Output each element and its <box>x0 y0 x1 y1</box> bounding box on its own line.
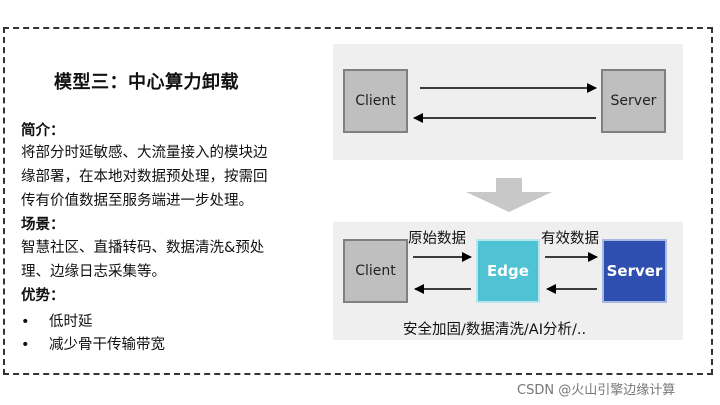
intro-heading: 简介： <box>21 123 65 139</box>
raw-data-label: 原始数据 <box>408 231 466 247</box>
scenario-line-1: 智慧社区、直播转码、数据清洗&预处 <box>21 240 265 256</box>
intro-line-1: 将部分时延敏感、大流量接入的模块边 <box>21 145 268 161</box>
advantage-item: • 减少骨干传输带宽 <box>21 333 165 354</box>
advantage-text: 低时延 <box>49 314 93 330</box>
edge-box: Edge <box>476 239 540 303</box>
intro-line-3: 传有价值数据至服务端进一步处理。 <box>21 193 253 209</box>
advantage-item: • 低时延 <box>21 310 93 331</box>
advantage-heading: 优势： <box>21 288 65 304</box>
page-title: 模型三：中心算力卸载 <box>54 72 239 93</box>
advantage-text: 减少骨干传输带宽 <box>49 337 165 353</box>
watermark: CSDN @火山引擎边缘计算 <box>517 383 676 398</box>
dashed-frame <box>3 27 713 375</box>
bullet-icon: • <box>21 314 30 330</box>
scenario-heading: 场景： <box>21 217 65 233</box>
top-client-box: Client <box>343 69 408 133</box>
bottom-server-box: Server <box>602 239 667 303</box>
edge-caption: 安全加固/数据清洗/AI分析/.. <box>403 322 587 338</box>
down-arrow-icon <box>466 178 552 212</box>
intro-line-2: 缘部署，在本地对数据预处理，按需回 <box>21 169 268 185</box>
bottom-client-box: Client <box>343 239 408 303</box>
valid-data-label: 有效数据 <box>541 231 599 247</box>
bullet-icon: • <box>21 337 30 353</box>
top-server-box: Server <box>601 69 666 133</box>
scenario-line-2: 理、边缘日志采集等。 <box>21 264 166 280</box>
